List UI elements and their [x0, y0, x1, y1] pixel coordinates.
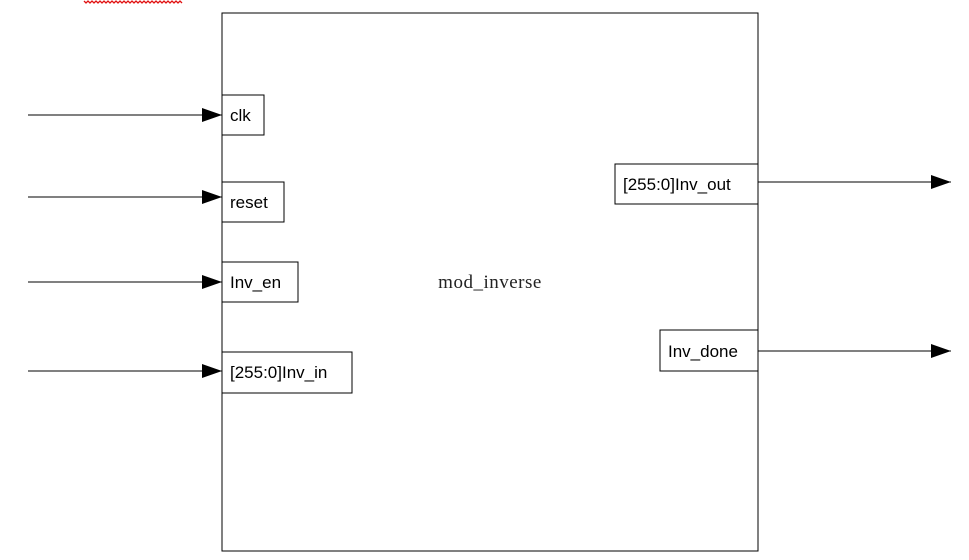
port-label: reset	[230, 193, 268, 212]
port-label: [255:0]Inv_in	[230, 363, 327, 382]
output-port-inv-done: Inv_done	[659, 329, 951, 372]
spellcheck-squiggle	[83, 0, 183, 4]
port-label: [255:0]Inv_out	[623, 175, 731, 194]
port-box	[221, 351, 353, 394]
port-label: Inv_en	[230, 273, 281, 292]
input-port-reset: reset	[28, 181, 285, 223]
port-box	[221, 181, 285, 223]
input-port-clk: clk	[28, 94, 265, 136]
port-box	[659, 329, 759, 372]
output-port-inv-out: [255:0]Inv_out	[614, 163, 951, 205]
port-label: Inv_done	[668, 342, 738, 361]
port-box	[614, 163, 759, 205]
port-label: clk	[230, 106, 251, 125]
input-port-inv-en: Inv_en	[28, 261, 299, 303]
port-box	[221, 261, 299, 303]
input-port-inv-in: [255:0]Inv_in	[28, 351, 353, 394]
port-box	[221, 94, 265, 136]
module-name: mod_inverse	[438, 272, 542, 293]
